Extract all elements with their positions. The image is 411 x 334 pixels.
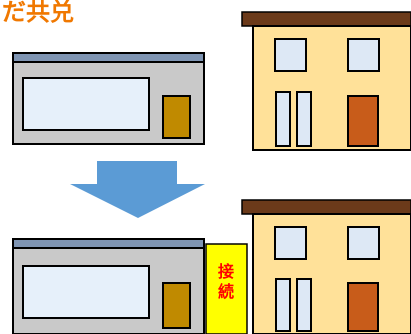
shop-building-bottom — [13, 239, 204, 334]
shop-door — [163, 96, 190, 138]
house-building-top — [242, 12, 411, 150]
house-window-right — [348, 39, 379, 71]
diagram-title: だ共兑 — [2, 0, 74, 26]
house-door — [348, 283, 378, 331]
connector-label-1: 接 — [218, 262, 234, 281]
shop-building-top — [13, 53, 204, 144]
shop-window — [23, 78, 149, 130]
house-tall-window-right — [297, 279, 311, 331]
connector-label-2: 続 — [218, 282, 234, 301]
house-building-bottom — [242, 200, 411, 334]
connector-section: 接 続 — [206, 244, 247, 334]
house-tall-window-right — [297, 92, 311, 146]
house-window-left — [275, 227, 306, 259]
shop-door — [163, 283, 190, 328]
down-arrow-icon — [70, 161, 205, 218]
house-window-right — [348, 227, 379, 259]
house-window-left — [275, 39, 306, 71]
house-tall-window-left — [276, 92, 290, 146]
house-roof — [242, 200, 411, 214]
house-door — [348, 96, 378, 146]
house-tall-window-left — [276, 279, 290, 331]
house-roof — [242, 12, 411, 26]
shop-window — [23, 266, 149, 318]
